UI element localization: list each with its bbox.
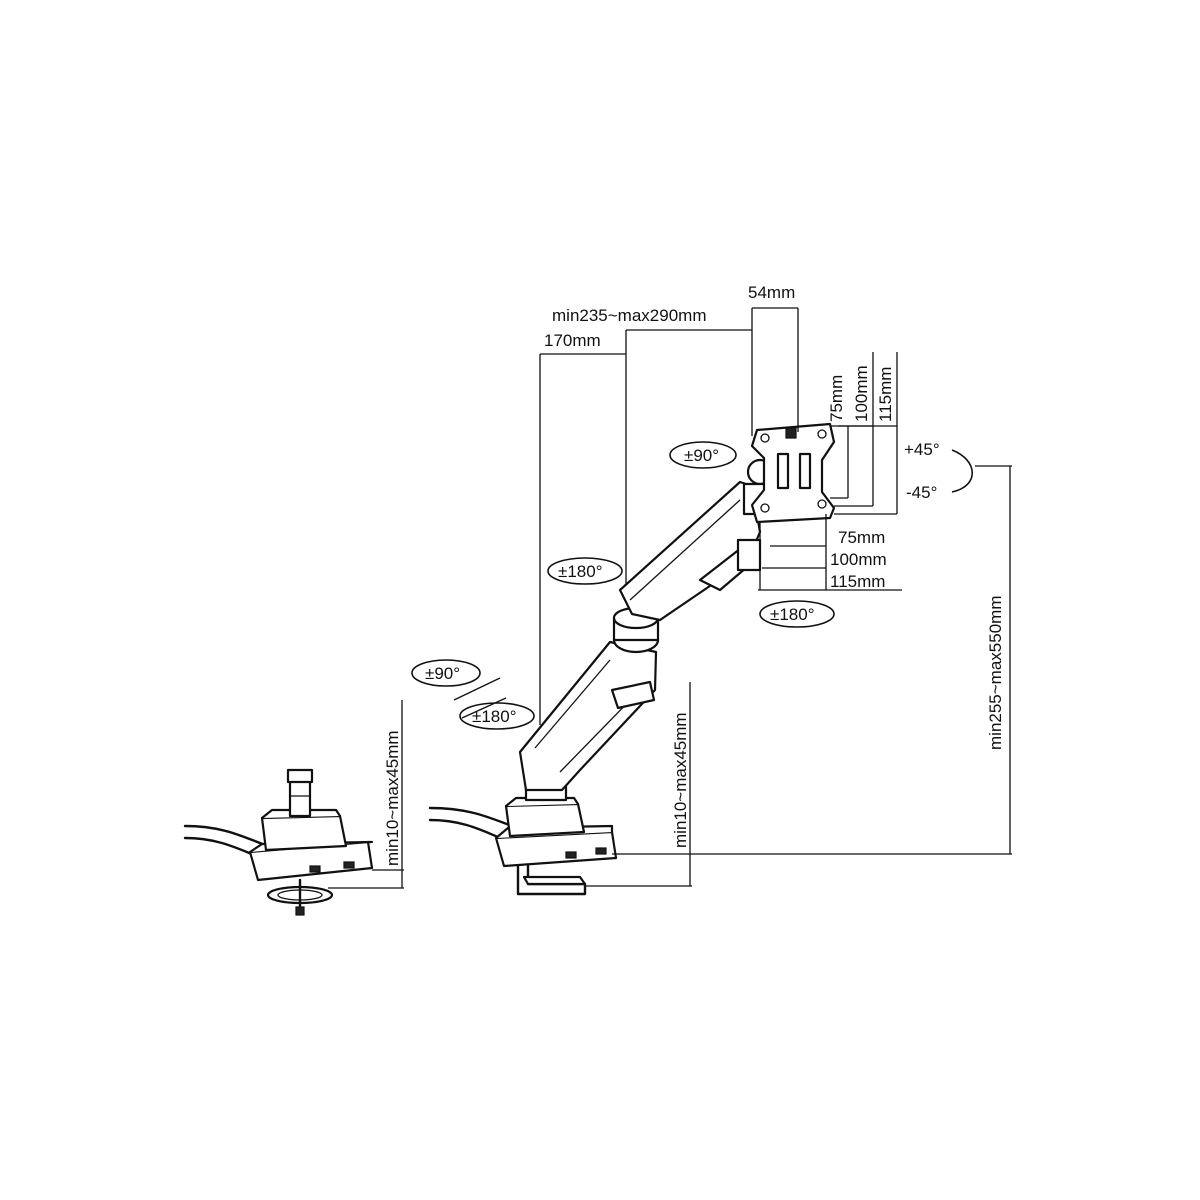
tilt-down-label: -45° (906, 483, 937, 502)
dimension-labels: min235~max290mm 54mm 170mm 75mm 100mm 11… (383, 283, 1005, 866)
vesa-v-75-label: 75mm (827, 375, 846, 422)
tilt-up-label: +45° (904, 440, 940, 459)
arm-length-label: min235~max290mm (552, 306, 707, 325)
head-depth-label: 54mm (748, 283, 795, 302)
clamp-thickness-label: min10~max45mm (671, 712, 690, 848)
elbow-swivel-label: ±180° (558, 562, 603, 581)
grommet-base (183, 768, 374, 916)
head-swivel-label: ±90° (684, 446, 719, 465)
grommet-thickness-label: min10~max45mm (383, 730, 402, 866)
clamp-base (428, 774, 618, 896)
rotation-indicators (411, 441, 974, 730)
vesa-h-100-label: 100mm (830, 550, 887, 569)
vesa-h-115-label: 115mm (830, 572, 885, 591)
gas-spring-arm (518, 458, 774, 792)
vesa-plate (750, 422, 836, 524)
height-range-label: min255~max550mm (986, 596, 1005, 751)
vesa-h-75-label: 75mm (838, 528, 885, 547)
vesa-v-100-label: 100mm (852, 365, 871, 422)
base-tilt-label: ±90° (425, 664, 460, 683)
vesa-v-115-label: 115mm (876, 367, 895, 422)
arm-segment-label: 170mm (544, 331, 601, 350)
dimension-lines (328, 307, 1012, 889)
rotate-screen-label: ±180° (770, 605, 815, 624)
base-swivel-label: ±180° (472, 707, 517, 726)
